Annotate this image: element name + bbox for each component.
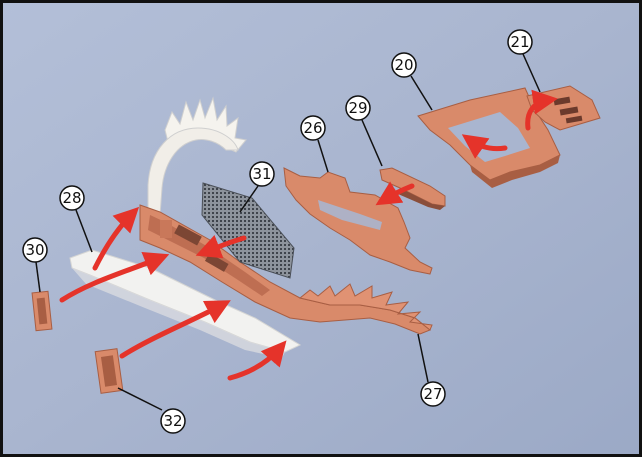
callout-label: 32	[163, 412, 182, 430]
callout-31: 31	[250, 162, 274, 186]
callout-21: 21	[508, 30, 532, 54]
callout-32: 32	[161, 409, 185, 433]
bumper-slot-3	[160, 220, 172, 238]
callout-27: 27	[421, 382, 445, 406]
callout-label: 21	[510, 33, 529, 51]
callout-label: 27	[423, 385, 442, 403]
callout-29: 29	[346, 96, 370, 120]
callout-30: 30	[23, 238, 47, 262]
callout-label: 26	[303, 119, 322, 137]
callout-26: 26	[301, 116, 325, 140]
callout-label: 31	[252, 165, 271, 183]
callout-label: 20	[394, 56, 413, 74]
callout-label: 29	[348, 99, 367, 117]
callout-label: 30	[25, 241, 44, 259]
callout-20: 20	[392, 53, 416, 77]
callout-label: 28	[62, 189, 81, 207]
callout-28: 28	[60, 186, 84, 210]
